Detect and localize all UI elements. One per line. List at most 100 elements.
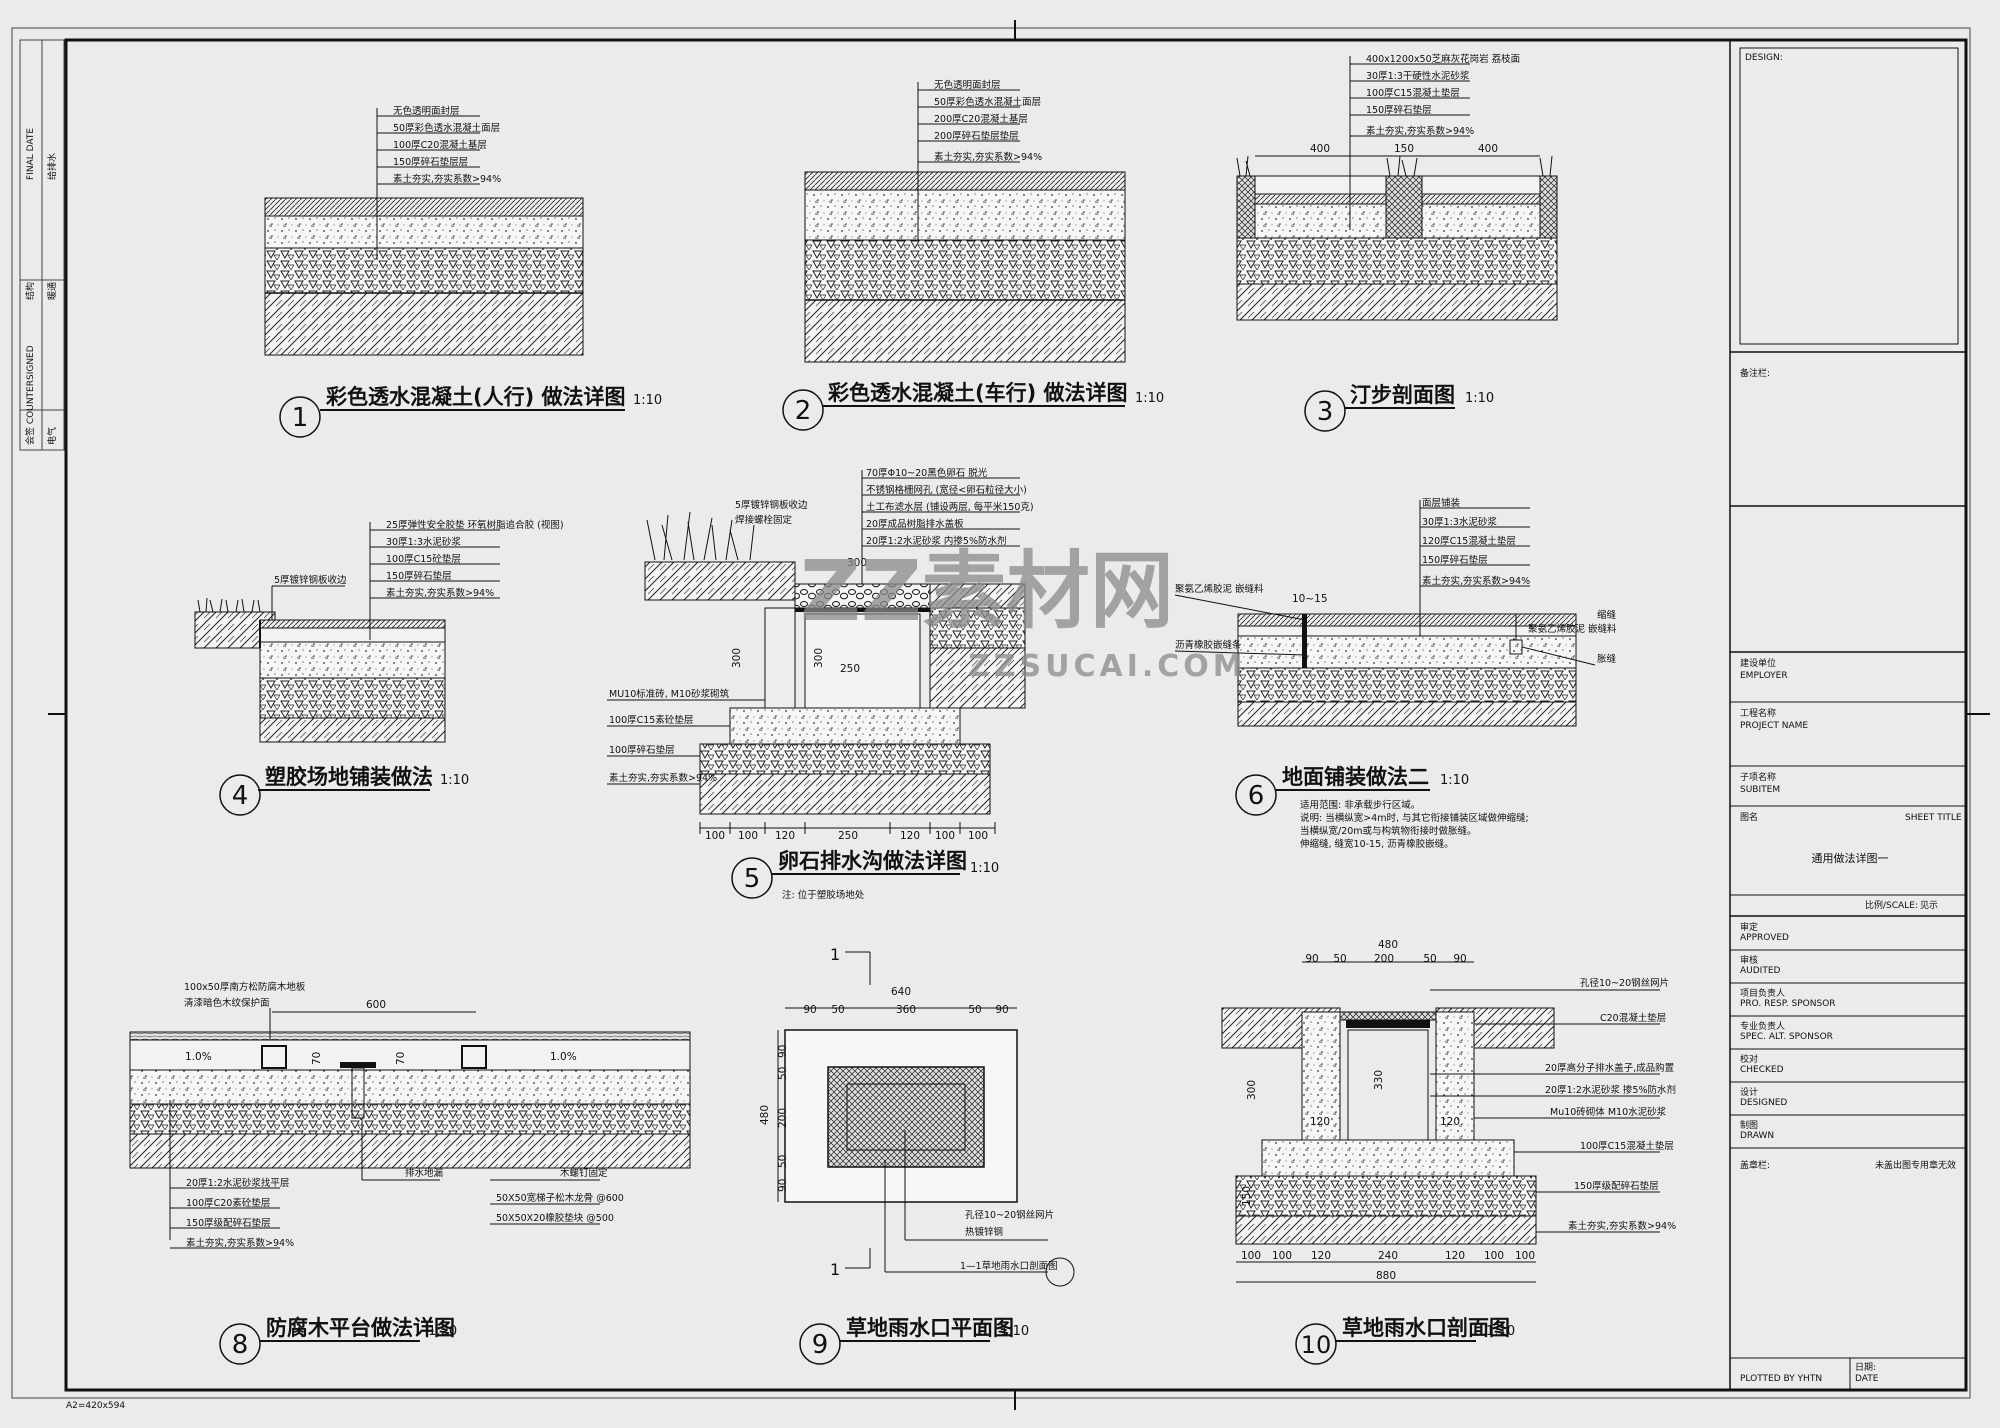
dimension-label: 100: [1484, 1250, 1504, 1262]
detail-10-layer-labels: 孔径10~20钢丝网片 C20混凝土垫层 20厚高分子排水盖子,成品购置 20厚…: [1430, 977, 1676, 1233]
tb-role-cn: 审核: [1740, 954, 1758, 966]
detail-scale: 1:10: [1440, 773, 1469, 788]
side-label: 50X50宽梯子松木龙骨 @600: [496, 1192, 624, 1204]
dimension-label: 400: [1478, 143, 1498, 155]
note-line: 当横纵宽/20m或与构筑物衔接时做胀缝。: [1300, 825, 1477, 837]
dimension-label: 200: [1374, 953, 1394, 965]
detail-scale: 1:10: [633, 393, 662, 408]
dimension-label: 400: [1310, 143, 1330, 155]
side-label: 缩缝: [1597, 609, 1617, 621]
tb-design-label: DESIGN:: [1745, 53, 1783, 63]
layer-label: 100厚碎石垫层: [609, 744, 675, 756]
dimension-label: 300: [847, 557, 867, 569]
detail-note: 注: 位于塑胶场地处: [782, 889, 865, 901]
detail-scale: 1:10: [1135, 391, 1164, 406]
tb-roles: 审定 APPROVED 审核 AUDITED 项目负责人 PRO. RESP. …: [1730, 921, 1966, 1149]
detail-title: 地面铺装做法二: [1282, 765, 1429, 789]
layer-label: 25厚弹性安全胶垫 环氧树脂追合胶 (视图): [386, 519, 564, 531]
dimension-label: 120: [900, 830, 920, 842]
dimension-label: 90: [803, 1004, 816, 1016]
detail-scale: 1:20: [428, 1324, 457, 1339]
layer-label: 150厚碎石垫层: [1422, 554, 1488, 566]
layer-label: 不锈钢格栅网孔 (宽径<卵石粒径大小): [866, 484, 1027, 496]
tb-stamp-note: 未盖出图专用章无效: [1875, 1159, 1956, 1171]
tb-role-cn: 设计: [1740, 1086, 1758, 1098]
side-label: 5厚镀锌钢板收边: [735, 499, 808, 511]
dimension-label: 100: [1272, 1250, 1292, 1262]
detail-title: 彩色透水混凝土(车行) 做法详图: [827, 381, 1128, 405]
detail-number: 10: [1301, 1331, 1332, 1359]
dimension-label: 100: [935, 830, 955, 842]
detail-3: 400 150 400 400x1200x50芝麻灰花岗岩 荔枝面 30厚1:3…: [1236, 53, 1558, 432]
layer-label: Mu10砖砌体 M10水泥砂浆: [1550, 1106, 1667, 1118]
note-line: 说明: 当横纵宽>4m时, 与其它衔接铺装区域做伸缩缝;: [1300, 812, 1529, 824]
detail-4-layer-labels: 25厚弹性安全胶垫 环氧树脂追合胶 (视图) 30厚1:3水泥砂浆 100厚C1…: [370, 519, 564, 599]
dimension-label: 50: [777, 1067, 789, 1080]
detail-scale: 1:10: [970, 861, 999, 876]
dimension-label: 70: [311, 1052, 323, 1065]
layer-label: 无色透明面封层: [934, 79, 1001, 91]
side-label: 焊接螺栓固定: [735, 514, 793, 526]
detail-5-layer-labels: 70厚Φ10~20黑色卵石 脱光 不锈钢格栅网孔 (宽径<卵石粒径大小) 土工布…: [862, 467, 1034, 547]
dimension-label: 120: [775, 830, 795, 842]
detail-scale: 1:10: [1000, 1324, 1029, 1339]
layer-label: 20厚高分子排水盖子,成品购置: [1545, 1062, 1674, 1074]
dimension-label: 70: [395, 1052, 407, 1065]
layer-label: MU10标准砖, M10砂浆砌筑: [609, 688, 730, 700]
tb-role-en: SPEC. ALT. SPONSOR: [1740, 1032, 1833, 1042]
tb-scale-value: 见示: [1920, 900, 1938, 911]
layer-label: 100厚C15混凝土垫层: [1366, 87, 1460, 99]
tb-subitem-cn: 子项名称: [1740, 771, 1776, 783]
strip-text-countersigned: 会签 COUNTERSIGNED: [24, 345, 36, 445]
detail-number-circle: [279, 396, 321, 438]
tb-remarks-label: 备注栏:: [1740, 367, 1770, 379]
tb-employer-cn: 建设单位: [1740, 657, 1776, 669]
layer-label: 素土夯实,夯实系数>94%: [609, 772, 717, 784]
detail-scale: 1:10: [1486, 1324, 1515, 1339]
detail-1: 无色透明面封层 50厚彩色透水混凝土面层 100厚C20混凝土基层 150厚碎石…: [264, 105, 662, 438]
dimension-label: 300: [1246, 1080, 1258, 1100]
detail-9: 1 1 640 90 50 360 50 90 480 90 50 200 50…: [759, 945, 1075, 1365]
dimension-label: 50: [831, 1004, 844, 1016]
dimension-label: 50: [777, 1155, 789, 1168]
dimension-label: 120: [1440, 1116, 1460, 1128]
dimension-label: 480: [759, 1105, 771, 1125]
tb-role-cn: 专业负责人: [1740, 1020, 1785, 1032]
tb-subitem-en: SUBITEM: [1740, 785, 1780, 795]
paper-size-label: A2=420x594: [66, 1401, 125, 1411]
dimension-label: 600: [366, 999, 386, 1011]
detail-title: 防腐木平台做法详图: [266, 1316, 455, 1340]
side-label: 50X50X20橡胶垫块 @500: [496, 1212, 614, 1224]
dimension-label: 250: [840, 663, 860, 675]
note-line: 伸缩缝, 缝宽10-15, 沥青橡胶嵌缝。: [1300, 838, 1454, 850]
detail-6-layer-labels: 面层铺装 30厚1:3水泥砂浆 120厚C15混凝土垫层 150厚碎石垫层 素土…: [1420, 497, 1530, 587]
left-countersign-strip: FINAL DATE 给排水 结构 会签 COUNTERSIGNED 暖通 电气: [19, 39, 65, 451]
detail-5: 70厚Φ10~20黑色卵石 脱光 不锈钢格栅网孔 (宽径<卵石粒径大小) 土工布…: [607, 467, 1034, 901]
side-label: 木螺钉固定: [560, 1167, 608, 1179]
layer-label: 200厚C20混凝土基层: [934, 113, 1028, 125]
layer-label: 20厚1:2水泥砂浆 掺5%防水剂: [1545, 1084, 1676, 1096]
dimension-label: 240: [1378, 1250, 1398, 1262]
tb-sheet-en: SHEET TITLE: [1905, 813, 1962, 823]
side-label: 聚氨乙烯胶泥 嵌缝料: [1528, 623, 1617, 635]
detail-title: 汀步剖面图: [1350, 383, 1455, 407]
detail-scale: 1:10: [1465, 391, 1494, 406]
layer-label: 100厚C15砼垫层: [386, 553, 461, 565]
center-marks: [48, 20, 1990, 1410]
dimension-label: 360: [896, 1004, 916, 1016]
detail-number: 4: [232, 781, 249, 811]
detail-title: 草地雨水口剖面图: [1342, 1316, 1510, 1340]
detail-10: 480 90 50 200 50 90 300 330 120 120 150 …: [1221, 939, 1676, 1365]
dimension-label: 250: [838, 830, 858, 842]
layer-label: 30厚1:3水泥砂浆: [386, 536, 461, 548]
side-label: 胀缝: [1597, 653, 1617, 665]
detail-2: 无色透明面封层 50厚彩色透水混凝土面层 200厚C20混凝土基层 200厚碎石…: [782, 79, 1164, 431]
tb-role-cn: 审定: [1740, 921, 1758, 933]
tb-scale-label: 比例/SCALE:: [1865, 899, 1918, 911]
dimension-label: 300: [731, 648, 743, 668]
dimension-label: 480: [1378, 939, 1398, 951]
layer-label: 50厚彩色透水混凝土面层: [393, 122, 500, 134]
tb-project-en: PROJECT NAME: [1740, 721, 1808, 731]
tb-role-cn: 校对: [1740, 1053, 1758, 1065]
dimension-label: 640: [891, 986, 911, 998]
